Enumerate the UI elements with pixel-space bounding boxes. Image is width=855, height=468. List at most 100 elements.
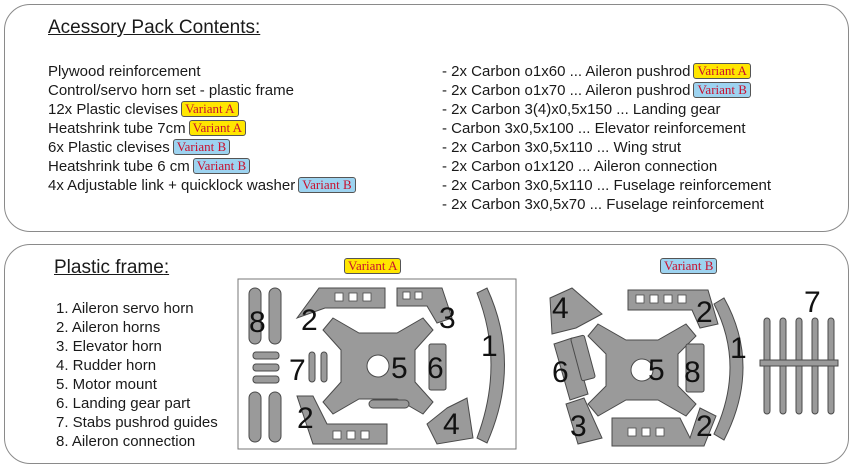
number-2: 2: [696, 410, 713, 443]
list-item: Plywood reinforcement: [48, 62, 356, 81]
aileron-servo-horn-part: [713, 297, 744, 441]
elevator-horn-part: [565, 397, 603, 445]
number-1: 1: [481, 330, 498, 363]
legend-item: 7. Stabs pushrod guides: [56, 414, 218, 431]
aileron-connection-part: [685, 343, 705, 393]
contents-left-list: Plywood reinforcement Control/servo horn…: [48, 62, 356, 195]
landing-gear-part: [428, 343, 447, 391]
pushrod-guide-part: [320, 351, 328, 383]
variant-a-badge: Variant A: [344, 258, 402, 274]
aileron-connection-part: [268, 287, 282, 345]
pushrod-guide-part: [368, 399, 410, 409]
list-item: - Carbon 3x0,5x100 ... Elevator reinforc…: [442, 119, 771, 138]
aileron-connection-part: [248, 391, 262, 443]
variant-a-badge: Variant A: [181, 101, 239, 117]
pushrod-guide-part: [252, 363, 280, 372]
number-5: 5: [648, 354, 665, 387]
number-5: 5: [391, 352, 408, 385]
list-item-text: - 2x Carbon 3(4)x0,5x150 ... Landing gea…: [442, 101, 721, 118]
list-item-text: 4x Adjustable link + quicklock washer: [48, 177, 296, 194]
variant-b-badge: Variant B: [172, 139, 231, 155]
number-4: 4: [443, 408, 460, 441]
list-item: Control/servo horn set - plastic frame: [48, 81, 356, 100]
frame-heading: Plastic frame:: [54, 257, 169, 279]
list-item-text: - 2x Carbon o1x70 ... Aileron pushrod: [442, 82, 691, 99]
list-item: - 2x Carbon o1x120 ... Aileron connectio…: [442, 157, 771, 176]
number-3: 3: [439, 302, 456, 335]
contents-title: Acessory Pack Contents: [48, 17, 255, 38]
list-item-text: - 2x Carbon 3x0,5x110 ... Fuselage reinf…: [442, 177, 772, 194]
accessory-contents-panel: [4, 4, 849, 232]
number-8: 8: [249, 306, 266, 339]
legend-item: 4. Rudder horn: [56, 357, 157, 374]
variant-b-label: Variant B: [660, 258, 718, 276]
list-item-text: Heatshrink tube 6 cm: [48, 158, 190, 175]
number-1: 1: [730, 332, 747, 365]
rudder-horn-part: [426, 397, 474, 445]
contents-heading: Acessory Pack Contents:: [48, 17, 260, 39]
elevator-horn-part: [396, 287, 453, 324]
legend-item: 1. Aileron servo horn: [56, 300, 194, 317]
variant-b-badge: Variant B: [660, 258, 718, 274]
list-item: - 2x Carbon 3x0,5x110 ... Fuselage reinf…: [442, 176, 771, 195]
list-item-text: Plywood reinforcement: [48, 63, 201, 80]
frame-legend: 1. Aileron servo horn 2. Aileron horns 3…: [56, 299, 218, 451]
list-item-text: - 2x Carbon o1x60 ... Aileron pushrod: [442, 63, 691, 80]
variant-b-badge: Variant B: [693, 82, 751, 98]
variant-a-badge: Variant A: [188, 120, 247, 136]
legend-item: 2. Aileron horns: [56, 319, 161, 336]
rudder-horn-part: [549, 287, 603, 335]
legend-item: 8. Aileron connection: [56, 433, 196, 450]
frame-title: Plastic frame: [54, 257, 164, 278]
list-item: - 2x Carbon 3x0,5x110 ... Wing strut: [442, 138, 771, 157]
number-7: 7: [804, 286, 821, 319]
number-8: 8: [684, 356, 701, 389]
number-6: 6: [427, 352, 444, 385]
list-item-text: Heatshrink tube 7cm: [48, 120, 186, 137]
frame-title-colon: :: [163, 257, 170, 278]
variant-b-badge: Variant B: [298, 177, 356, 193]
list-item-text: Control/servo horn set - plastic frame: [48, 82, 294, 99]
number-2: 2: [301, 304, 318, 337]
list-item-text: 6x Plastic clevises: [48, 139, 170, 156]
pushrod-guide-part: [759, 359, 839, 367]
pushrod-guide-part: [308, 351, 316, 383]
list-item: - 2x Carbon 3(4)x0,5x150 ... Landing gea…: [442, 100, 771, 119]
number-2: 2: [297, 402, 314, 435]
pushrod-guide-part: [252, 375, 280, 384]
pushrod-guide-part: [252, 351, 280, 360]
variant-b-frame-drawing: 4 2 7 1 6 5 8 3 2: [549, 286, 839, 447]
aileron-connection-part: [248, 287, 262, 345]
variant-a-label: Variant A: [344, 258, 402, 276]
variant-a-badge: Variant A: [693, 63, 751, 79]
landing-gear-part: [553, 337, 589, 401]
number-3: 3: [570, 410, 587, 443]
motor-mount-hole: [366, 354, 390, 378]
variant-a-numbers: 8 2 3 1 7 5 6 2 4: [249, 302, 498, 441]
legend-item: 3. Elevator horn: [56, 338, 162, 355]
contents-title-colon: :: [254, 17, 261, 38]
aileron-horn-part: [611, 407, 717, 447]
legend-item: 6. Landing gear part: [56, 395, 191, 412]
list-item-text: 12x Plastic clevises: [48, 101, 179, 118]
list-item: - 2x Carbon 3x0,5x70 ... Fuselage reinfo…: [442, 195, 771, 214]
motor-mount-hole: [630, 358, 654, 382]
variant-b-numbers: 4 2 7 1 6 5 8 3 2: [552, 286, 821, 443]
aileron-connection-part: [268, 391, 282, 443]
landing-gear-part: [570, 334, 596, 382]
number-6: 6: [552, 356, 569, 389]
variant-a-frame-drawing: 8 2 3 1 7 5 6 2 4: [237, 278, 517, 450]
legend-item: 5. Motor mount: [56, 376, 157, 393]
list-item-text: - 2x Carbon 3x0,5x110 ... Wing strut: [442, 139, 681, 156]
list-item-text: - 2x Carbon o1x120 ... Aileron connectio…: [442, 158, 718, 175]
number-2: 2: [696, 296, 713, 329]
list-item-text: - Carbon 3x0,5x100 ... Elevator reinforc…: [442, 120, 746, 137]
